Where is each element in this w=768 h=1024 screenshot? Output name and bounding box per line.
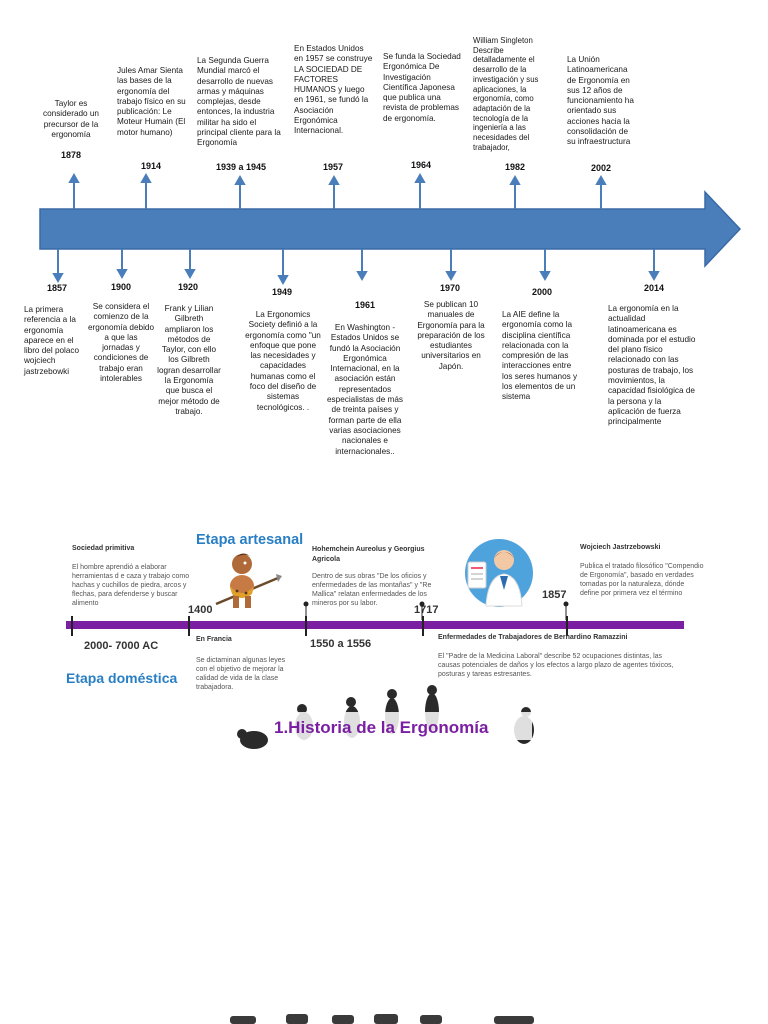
event-text-1920: Frank y Lilian Gilbreth ampliaron los mé… xyxy=(157,304,221,416)
year-1400: 1400 xyxy=(188,604,213,616)
event-text-1900: Se considera el comienzo de la ergonomía… xyxy=(88,302,155,384)
block-text-agricola: Dentro de sus obras "De los oficios y en… xyxy=(312,573,432,607)
etapa-artesanal-label: Etapa artesanal xyxy=(196,532,304,548)
year-1717: 1717 xyxy=(414,604,439,616)
event-year-2014: 2014 xyxy=(643,283,665,293)
purple-timeline-bar xyxy=(66,601,684,636)
block-heading-agricola: Hohemchein Aureolus y Georgius Agricola xyxy=(312,546,425,563)
event-text-1964: Se funda la Sociedad Ergonómica De Inves… xyxy=(383,52,461,123)
block-text-ramazzini: El "Padre de la Medicina Laboral" descri… xyxy=(438,653,674,678)
event-year-1920: 1920 xyxy=(177,282,199,292)
block-text-francia: Se dictaminan algunas leyes con el objet… xyxy=(196,657,286,691)
caveman-icon xyxy=(215,553,282,608)
timeline-arrow xyxy=(39,172,742,286)
event-text-1949: La Ergonomics Society definió a la ergon… xyxy=(245,310,321,412)
event-year-1970: 1970 xyxy=(439,283,461,293)
event-year-1982: 1982 xyxy=(504,162,526,172)
event-text-2002: La Unión Latinoamericana de Ergonomía en… xyxy=(567,55,634,147)
section-title: 1.Historia de la Ergonomía xyxy=(274,718,489,737)
event-year-1857: 1857 xyxy=(46,283,68,293)
bottom-evolution-strip xyxy=(230,1014,534,1024)
event-year-1961: 1961 xyxy=(354,300,376,310)
bar-label-2000-7000: 2000- 7000 AC xyxy=(84,640,159,652)
event-text-1961: En Washington - Estados Unidos se fundó … xyxy=(327,323,403,456)
event-year-1949: 1949 xyxy=(271,287,293,297)
event-text-1939: La Segunda Guerra Mundial marcó el desar… xyxy=(197,56,281,148)
event-text-2014: La ergonomía en la actualidad latinoamer… xyxy=(608,304,696,427)
event-year-1939: 1939 a 1945 xyxy=(215,162,267,172)
block-text-wojciech: Publica el tratado filosófico "Compendio… xyxy=(580,563,704,597)
event-year-1964: 1964 xyxy=(410,160,432,170)
event-text-1982: William Singleton Describe detalladament… xyxy=(473,36,539,152)
bar-label-1550: 1550 a 1556 xyxy=(310,638,372,650)
event-text-1878: Taylor es considerado un precursor de la… xyxy=(43,99,99,139)
event-year-2000: 2000 xyxy=(531,287,553,297)
event-year-1957: 1957 xyxy=(322,162,344,172)
event-year-2002: 2002 xyxy=(590,163,612,173)
block-text-sociedad: El hombre aprendió a elaborar herramient… xyxy=(72,564,190,607)
doctor-icon xyxy=(465,539,533,607)
year-1857: 1857 xyxy=(542,589,567,601)
etapa-domestica-label: Etapa doméstica xyxy=(66,670,178,686)
event-year-1878: 1878 xyxy=(60,150,82,160)
block-heading-sociedad: Sociedad primitiva xyxy=(72,545,135,552)
event-text-1957: En Estados Unidos en 1957 se construye L… xyxy=(294,44,373,136)
event-text-1857: La primera referencia a la ergonomía apa… xyxy=(24,305,80,376)
event-year-1914: 1914 xyxy=(140,161,162,171)
event-text-2000: La AIE define la ergonomía como la disci… xyxy=(502,310,578,402)
event-year-1900: 1900 xyxy=(110,282,132,292)
block-heading-wojciech: Wojciech Jastrzebowski xyxy=(580,544,661,551)
event-text-1970: Se publican 10 manuales de Ergonomía par… xyxy=(417,300,485,371)
human-evolution-icon xyxy=(237,685,534,749)
block-heading-ramazzini: Enfermedades de Trabajadores de Bernardi… xyxy=(438,634,628,641)
block-heading-francia: En Francia xyxy=(196,636,232,643)
event-text-1914: Jules Amar Sienta las bases de la ergono… xyxy=(117,66,186,137)
